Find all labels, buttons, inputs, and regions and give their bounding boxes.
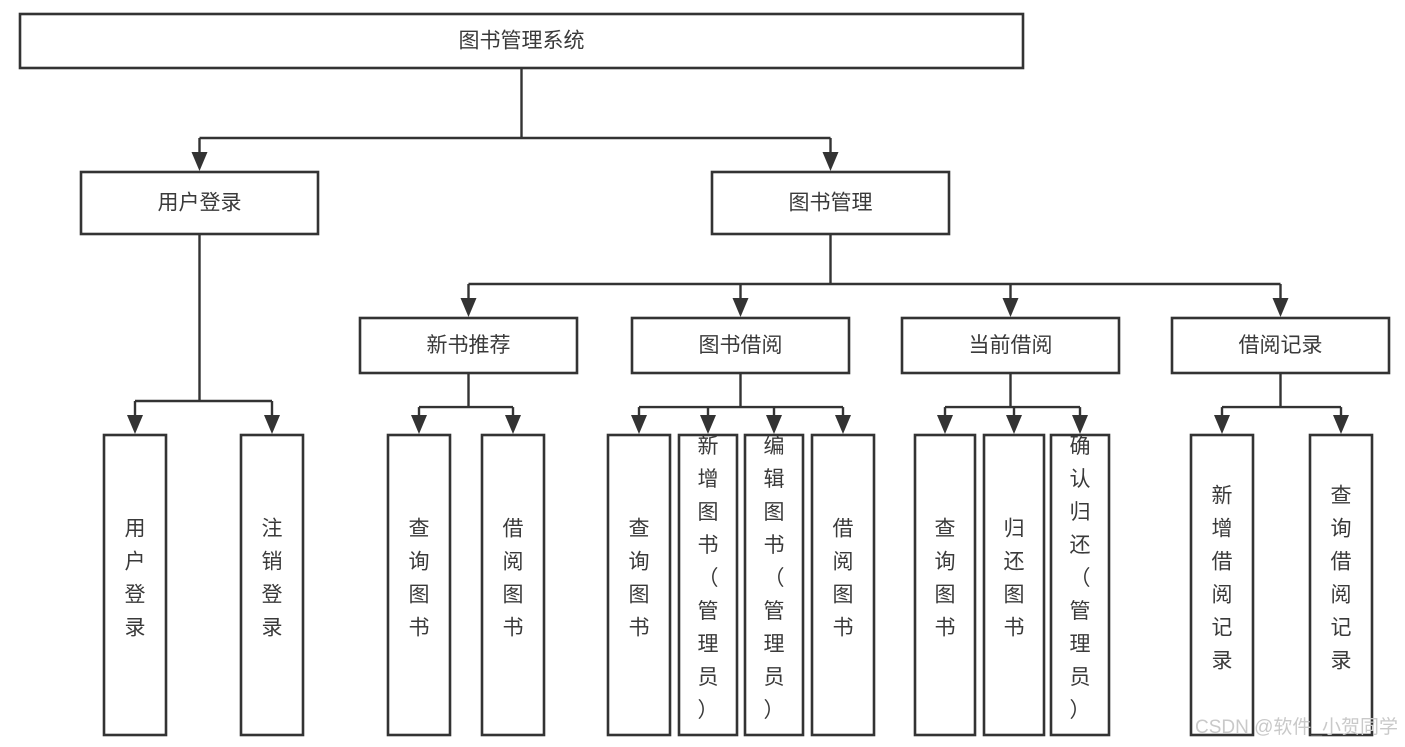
edges-layer [127,68,1349,434]
arrow-head-icon [264,415,280,434]
level3-node-book-borrow[interactable]: 图书借阅 [630,316,851,375]
node-box-leaf-return-book[interactable] [982,433,1046,737]
node-label-leaf-query-book-recommend: 查询图书 [409,518,430,640]
leaf-node-leaf-query-borrow-record[interactable]: 查询借阅记录 [1308,433,1374,737]
level3-node-new-book-recommend[interactable]: 新书推荐 [358,316,579,375]
leaf-node-leaf-query-book-current[interactable]: 查询图书 [913,433,977,737]
arrow-head-icon [631,415,647,434]
node-label-leaf-query-borrow-record: 查询借阅记录 [1331,485,1352,673]
level2-node-book-management[interactable]: 图书管理 [710,170,951,236]
node-box-leaf-borrow-book-recommend[interactable] [480,433,546,737]
arrow-head-icon [937,415,953,434]
edge-group-borrow-record [1214,373,1349,434]
node-box-leaf-logout[interactable] [239,433,305,737]
arrow-head-icon [835,415,851,434]
node-label-leaf-logout: 注销登录 [262,518,283,640]
level3-node-current-borrow[interactable]: 当前借阅 [900,316,1121,375]
arrow-head-icon [460,298,477,317]
arrow-head-icon [1072,415,1088,434]
node-label-new-book-recommend: 新书推荐 [427,334,511,357]
node-label-user-login: 用户登录 [158,192,242,215]
edge-group-root [191,68,839,171]
arrow-head-icon [411,415,427,434]
leaf-node-leaf-user-login[interactable]: 用户登录 [102,433,168,737]
node-box-leaf-query-book-current[interactable] [913,433,977,737]
arrow-head-icon [191,152,208,171]
leaf-node-leaf-confirm-return-admin[interactable]: 确认归还（管理员） [1049,433,1111,737]
arrow-head-icon [700,415,716,434]
nodes-layer: 图书管理系统用户登录图书管理新书推荐图书借阅当前借阅借阅记录用户登录注销登录查询… [18,12,1391,737]
node-label-leaf-query-book-borrow: 查询图书 [629,518,650,640]
node-label-book-borrow: 图书借阅 [699,334,783,357]
leaf-node-leaf-query-book-recommend[interactable]: 查询图书 [386,433,452,737]
arrow-head-icon [505,415,521,434]
node-box-book-borrow[interactable] [630,316,851,375]
node-label-leaf-return-book: 归还图书 [1004,518,1025,640]
leaf-node-leaf-borrow-book-recommend[interactable]: 借阅图书 [480,433,546,737]
leaf-node-leaf-logout[interactable]: 注销登录 [239,433,305,737]
edge-group-book-management [460,234,1289,317]
leaf-node-leaf-add-borrow-record[interactable]: 新增借阅记录 [1189,433,1255,737]
arrow-head-icon [732,298,749,317]
leaf-node-leaf-add-book-admin[interactable]: 新增图书（管理员） [677,433,739,737]
node-label-book-management: 图书管理 [789,192,873,215]
arrow-head-icon [1006,415,1022,434]
arrow-head-icon [1002,298,1019,317]
node-box-leaf-add-borrow-record[interactable] [1189,433,1255,737]
node-box-leaf-confirm-return-admin[interactable] [1049,433,1111,737]
edge-group-user-login [127,234,280,434]
watermark-label: CSDN @软件_小贺同学 [1195,716,1398,738]
node-label-leaf-user-login: 用户登录 [125,518,146,640]
node-label-borrow-record: 借阅记录 [1239,334,1323,357]
root-node-root[interactable]: 图书管理系统 [18,12,1025,70]
node-box-current-borrow[interactable] [900,316,1121,375]
node-box-root[interactable] [18,12,1025,70]
node-box-leaf-query-book-borrow[interactable] [606,433,672,737]
node-label-current-borrow: 当前借阅 [969,334,1053,357]
arrow-head-icon [766,415,782,434]
edge-group-book-borrow [631,373,851,434]
node-box-leaf-query-borrow-record[interactable] [1308,433,1374,737]
node-label-leaf-add-book-admin: 新增图书（管理员） [698,435,719,722]
node-box-leaf-edit-book-admin[interactable] [743,433,805,737]
edge-group-current-borrow [937,373,1088,434]
node-label-root: 图书管理系统 [459,30,585,53]
arrow-head-icon [1214,415,1230,434]
node-label-leaf-query-book-current: 查询图书 [935,518,956,640]
edge-group-new-book-recommend [411,373,521,434]
node-label-leaf-add-borrow-record: 新增借阅记录 [1212,485,1233,673]
node-box-borrow-record[interactable] [1170,316,1391,375]
level3-node-borrow-record[interactable]: 借阅记录 [1170,316,1391,375]
leaf-node-leaf-query-book-borrow[interactable]: 查询图书 [606,433,672,737]
node-box-leaf-borrow-book-borrow[interactable] [810,433,876,737]
node-label-leaf-borrow-book-recommend: 借阅图书 [503,518,524,640]
arrow-head-icon [1272,298,1289,317]
leaf-node-leaf-borrow-book-borrow[interactable]: 借阅图书 [810,433,876,737]
node-box-book-management[interactable] [710,170,951,236]
node-box-leaf-user-login[interactable] [102,433,168,737]
node-label-leaf-confirm-return-admin: 确认归还（管理员） [1070,435,1091,722]
node-label-leaf-borrow-book-borrow: 借阅图书 [833,518,854,640]
node-box-user-login[interactable] [79,170,320,236]
leaf-node-leaf-edit-book-admin[interactable]: 编辑图书（管理员） [743,433,805,737]
arrow-head-icon [822,152,839,171]
leaf-node-leaf-return-book[interactable]: 归还图书 [982,433,1046,737]
level2-node-user-login[interactable]: 用户登录 [79,170,320,236]
node-box-leaf-add-book-admin[interactable] [677,433,739,737]
arrow-head-icon [1333,415,1349,434]
node-box-new-book-recommend[interactable] [358,316,579,375]
arrow-head-icon [127,415,143,434]
node-label-leaf-edit-book-admin: 编辑图书（管理员） [764,435,785,722]
node-box-leaf-query-book-recommend[interactable] [386,433,452,737]
